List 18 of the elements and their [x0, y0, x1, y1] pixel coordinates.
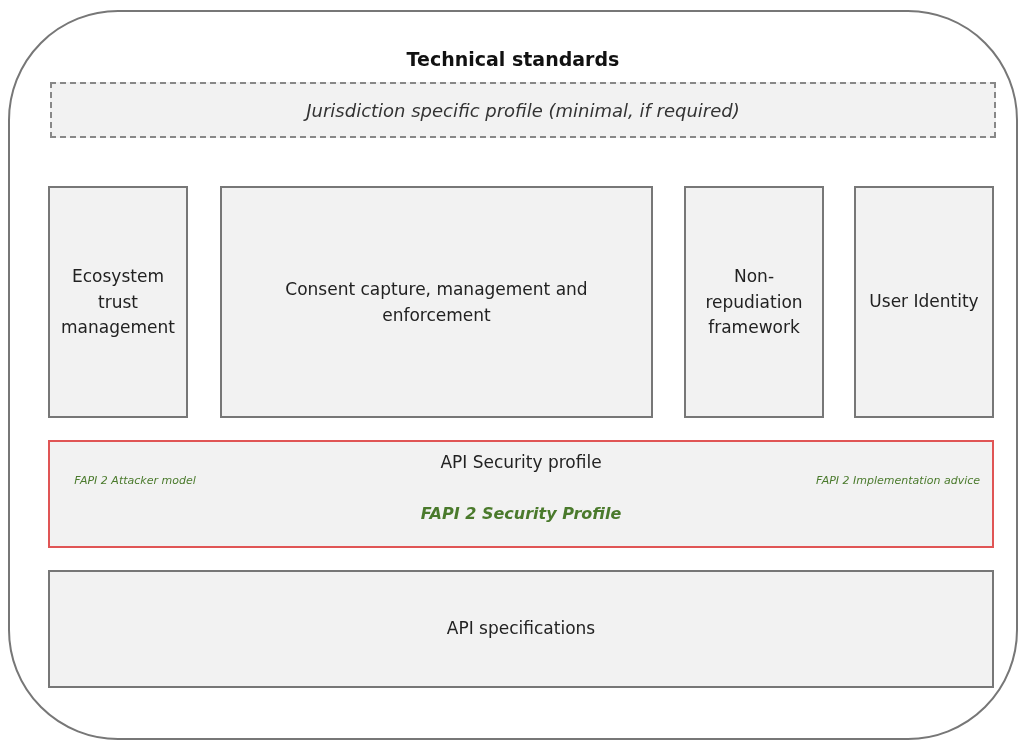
label-text: Consent capture, management and enforcement	[284, 277, 589, 326]
label-text: Ecosystem trust management	[60, 264, 176, 339]
label-text: API specifications	[445, 617, 597, 641]
profile-band	[48, 440, 994, 548]
label-text: FAPI 2 Implementation advice	[815, 473, 981, 489]
title-text: Technical standards	[405, 48, 621, 70]
component-box	[48, 186, 188, 418]
label-text: FAPI 2 Security Profile	[419, 504, 623, 523]
label-text: API Security profile	[439, 452, 603, 472]
label-text: User Identity	[868, 290, 980, 314]
label-text: FAPI 2 Attacker model	[73, 473, 197, 489]
rounded-frame	[8, 10, 1018, 740]
label-text: Jurisdiction specific profile (minimal, if required)	[52, 84, 994, 136]
component-box	[684, 186, 824, 418]
layer-band	[48, 570, 994, 688]
label-text: Non-repudiation framework	[704, 264, 804, 339]
component-box	[220, 186, 653, 418]
component-box	[854, 186, 994, 418]
